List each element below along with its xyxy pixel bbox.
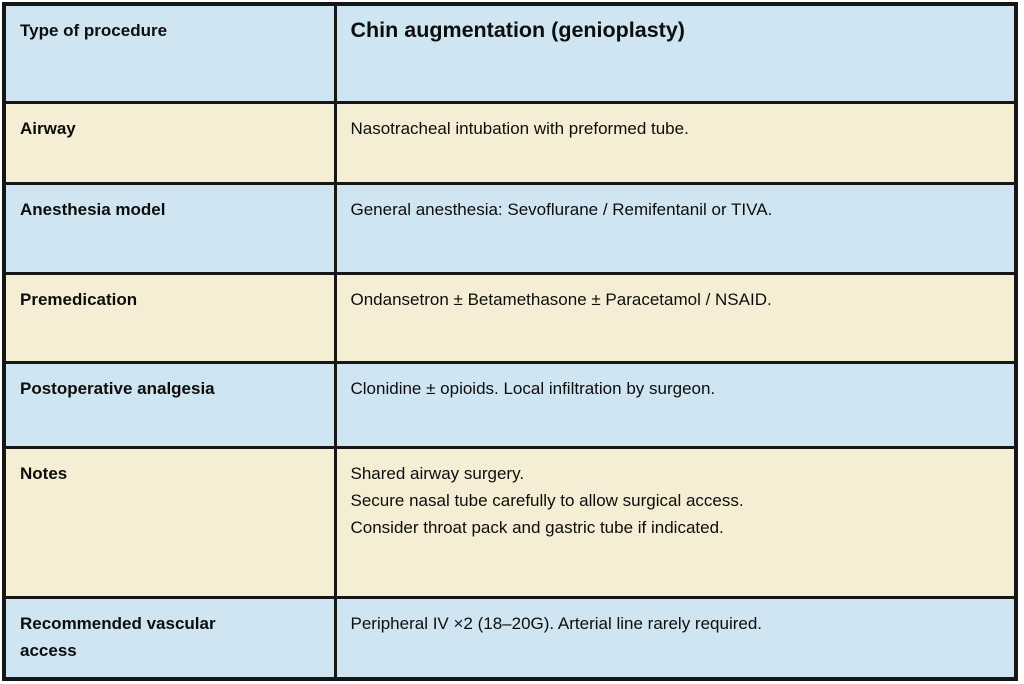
row-value: Peripheral IV ×2 (18–20G). Arterial line… [333,596,1018,681]
row-label: Type of procedure [2,2,337,105]
table-row-recommended-vascular-access: Recommended vascular access Peripheral I… [2,596,1018,681]
row-label: Airway [2,101,337,186]
row-label: Premedication [2,271,337,365]
table-row-anesthesia-model: Anesthesia model General anesthesia: Sev… [2,182,1018,275]
table-row-airway: Airway Nasotracheal intubation with pref… [2,101,1018,186]
table-row-postoperative-analgesia: Postoperative analgesia Clonidine ± opio… [2,361,1018,449]
row-value: Shared airway surgery. Secure nasal tube… [333,445,1018,600]
row-value: Nasotracheal intubation with preformed t… [333,101,1018,186]
row-label: Postoperative analgesia [2,361,337,449]
procedure-title: Chin augmentation (genioplasty) [333,2,1018,105]
row-label: Anesthesia model [2,182,337,275]
row-label: Recommended vascular access [2,596,337,681]
row-value: Clonidine ± opioids. Local infiltration … [333,361,1018,449]
row-value: Ondansetron ± Betamethasone ± Paracetamo… [333,271,1018,365]
table-row-premedication: Premedication Ondansetron ± Betamethason… [2,271,1018,365]
row-label: Notes [2,445,337,600]
table-row-notes: Notes Shared airway surgery. Secure nasa… [2,445,1018,600]
row-value: General anesthesia: Sevoflurane / Remife… [333,182,1018,275]
table-row-type-of-procedure: Type of procedure Chin augmentation (gen… [2,2,1018,105]
